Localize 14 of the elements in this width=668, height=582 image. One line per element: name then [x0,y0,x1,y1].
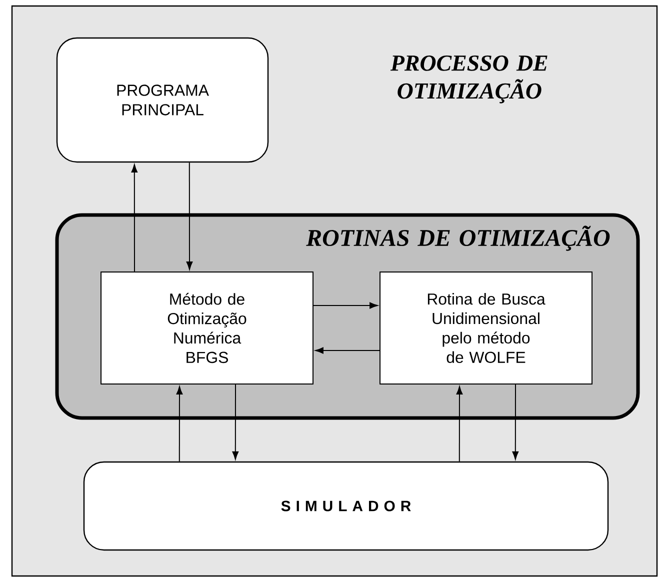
arrow [512,384,519,460]
arrow [176,386,183,462]
process-box: Método de Otimização Numérica BFGS [100,272,314,384]
arrow [315,347,380,354]
arrow [313,302,378,309]
process-box: S I M U L A D O R [83,461,609,551]
arrow [131,164,138,272]
arrow [186,162,193,270]
heading: PROCESSO DE OTIMIZAÇÃO [390,55,548,104]
arrow [456,386,463,462]
process-box: Rotina de Busca Unidimensional pelo método de WOLFE [380,272,592,384]
heading: ROTINAS DE OTIMIZAÇÃO [306,226,610,251]
arrow [232,384,239,460]
process-box: PROGRAMA PRINCIPAL [56,37,269,163]
